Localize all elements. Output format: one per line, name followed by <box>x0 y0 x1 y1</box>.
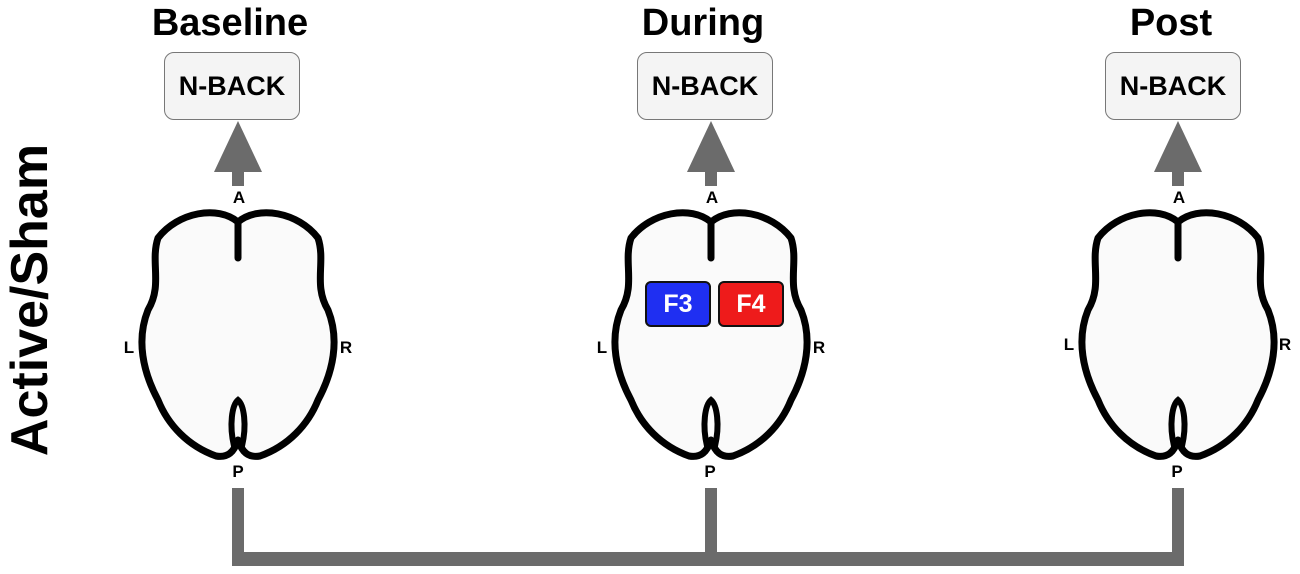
connector-stem-post <box>1172 488 1184 566</box>
task-box-baseline: N-BACK <box>164 52 300 120</box>
task-box-during: N-BACK <box>637 52 773 120</box>
heads-group <box>138 209 1278 460</box>
posterior-fissure-baseline <box>228 396 248 449</box>
head-post <box>1078 209 1278 460</box>
task-box-post: N-BACK <box>1105 52 1241 120</box>
anterior-label-post: A <box>1172 188 1186 207</box>
timeline-connector <box>232 488 1184 566</box>
posterior-fissure-during <box>701 396 721 449</box>
anterior-label-baseline: A <box>232 188 246 207</box>
phase-title-baseline: Baseline <box>151 2 309 44</box>
connector-bar <box>232 552 1184 566</box>
posterior-fissure-post <box>1168 396 1188 449</box>
left-label-baseline: L <box>123 338 135 357</box>
head-baseline <box>138 209 338 460</box>
electrode-f4: F4 <box>718 281 784 327</box>
posterior-label-baseline: P <box>232 462 244 481</box>
left-label-during: L <box>596 338 608 357</box>
connector-stem-baseline <box>232 488 244 566</box>
head-during <box>611 209 811 460</box>
anterior-label-during: A <box>705 188 719 207</box>
arrow-head-baseline <box>214 121 262 172</box>
head-outline-baseline <box>138 209 338 460</box>
posterior-label-during: P <box>704 462 716 481</box>
phase-title-during: During <box>641 2 765 44</box>
left-label-post: L <box>1063 335 1075 354</box>
right-label-post: R <box>1278 335 1292 354</box>
phase-title-post: Post <box>1129 2 1213 44</box>
head-outline-post <box>1078 209 1278 460</box>
arrows-group <box>214 121 1202 186</box>
head-outline-during <box>611 209 811 460</box>
electrode-f3: F3 <box>645 281 711 327</box>
posterior-label-post: P <box>1171 462 1183 481</box>
right-label-during: R <box>812 338 826 357</box>
arrow-head-post <box>1154 121 1202 172</box>
arrow-head-during <box>687 121 735 172</box>
right-label-baseline: R <box>339 338 353 357</box>
connector-stem-during <box>705 488 717 566</box>
